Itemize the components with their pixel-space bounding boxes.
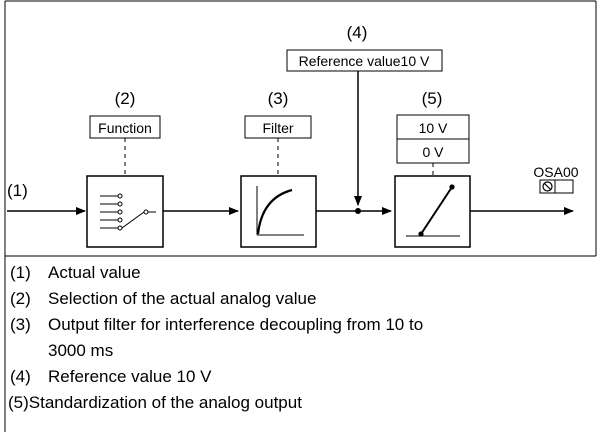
legend-number: (3) bbox=[10, 315, 31, 334]
legend-text: Output filter for interference decouplin… bbox=[48, 315, 424, 334]
function-label: Function bbox=[98, 120, 152, 136]
standardize-low-box bbox=[396, 138, 470, 164]
legend-item-3-continuation: 3000 ms bbox=[48, 341, 114, 360]
legend-number: (4) bbox=[10, 367, 31, 386]
standardize-block bbox=[394, 175, 471, 248]
legend-text: Reference value 10 V bbox=[48, 367, 212, 386]
function-number: (2) bbox=[115, 89, 136, 108]
input-number: (1) bbox=[7, 181, 28, 200]
legend-text: Selection of the actual analog value bbox=[48, 289, 317, 308]
reference-label-box bbox=[286, 49, 443, 72]
legend-number: (5) bbox=[8, 393, 29, 412]
legend-item-2: (2) Selection of the actual analog value bbox=[10, 289, 316, 308]
junction-dot bbox=[355, 208, 361, 214]
legend-item-5: (5)Standardization of the analog output bbox=[8, 393, 302, 412]
legend-number: (1) bbox=[10, 263, 31, 282]
linear-ramp-icon bbox=[406, 184, 460, 237]
reference-label: Reference value10 V bbox=[299, 53, 430, 69]
standardize-low-label: 0 V bbox=[422, 144, 444, 160]
legend-item-3: (3) Output filter for interference decoup… bbox=[10, 315, 423, 334]
parameter-symbol-icon bbox=[539, 179, 574, 194]
legend-item-4: (4) Reference value 10 V bbox=[10, 367, 212, 386]
reference-number: (4) bbox=[347, 23, 368, 42]
filter-label: Filter bbox=[262, 120, 293, 136]
legend-number: (2) bbox=[10, 289, 31, 308]
legend-text: Standardization of the analog output bbox=[28, 393, 302, 412]
selector-switch-icon bbox=[100, 193, 156, 231]
output-parameter-label: OSA00 bbox=[533, 164, 578, 180]
filter-number: (3) bbox=[268, 89, 289, 108]
standardize-high-label: 10 V bbox=[419, 120, 448, 136]
filter-curve-icon bbox=[256, 186, 304, 236]
standardize-number: (5) bbox=[422, 89, 443, 108]
legend-text: Actual value bbox=[48, 263, 141, 282]
filter-block bbox=[240, 175, 317, 248]
standardize-high-box bbox=[396, 114, 470, 140]
legend-item-1: (1) Actual value bbox=[10, 263, 141, 282]
